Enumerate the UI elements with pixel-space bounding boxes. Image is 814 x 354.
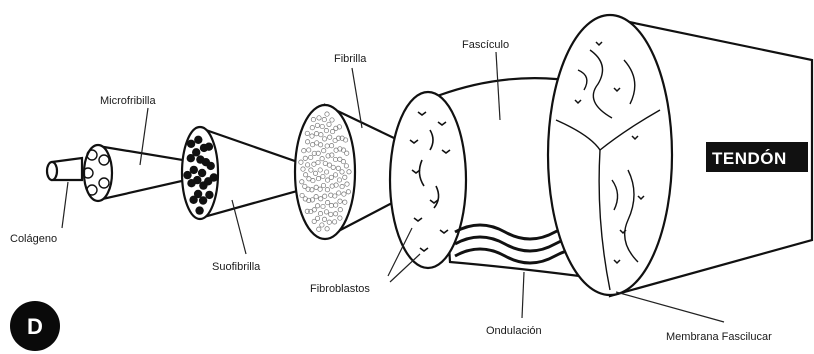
subfibril-dot	[187, 154, 195, 162]
microfibril	[83, 145, 195, 201]
collagen-tube	[47, 158, 82, 180]
label-fibroblastos: Fibroblastos	[310, 283, 370, 295]
leader-ondulacion	[522, 272, 524, 318]
leader-membrana	[616, 292, 724, 322]
label-colageno: Colágeno	[10, 233, 57, 245]
label-ondulacion: Ondulación	[486, 325, 542, 337]
subfibril-dot	[187, 140, 195, 148]
label-subfibrilla: Suofibrilla	[212, 261, 261, 273]
subfibril-dot	[189, 196, 197, 204]
subfibril-dot	[187, 179, 195, 187]
subfibril-dot	[207, 162, 215, 170]
leader-colageno	[62, 182, 68, 228]
subfibril-dot	[195, 206, 203, 214]
subfibril-dot	[198, 169, 206, 177]
leader-fibroblastos-b	[390, 254, 420, 282]
subfibril-dot	[205, 191, 213, 199]
subfibril-dot	[194, 136, 202, 144]
label-membrana: Membrana Fascilucar	[666, 331, 772, 343]
label-fibrilla: Fibrilla	[334, 53, 367, 65]
panel-badge-letter: D	[27, 314, 43, 339]
label-microfibrilla: Microfribilla	[100, 95, 157, 107]
subfibril-dot	[210, 173, 218, 181]
label-fasciculo: Fascículo	[462, 39, 509, 51]
subfibril-dot	[199, 196, 207, 204]
subfibril-dot	[205, 143, 213, 151]
label-tendon: TENDÓN	[712, 149, 787, 168]
subfibril-dot	[183, 171, 191, 179]
